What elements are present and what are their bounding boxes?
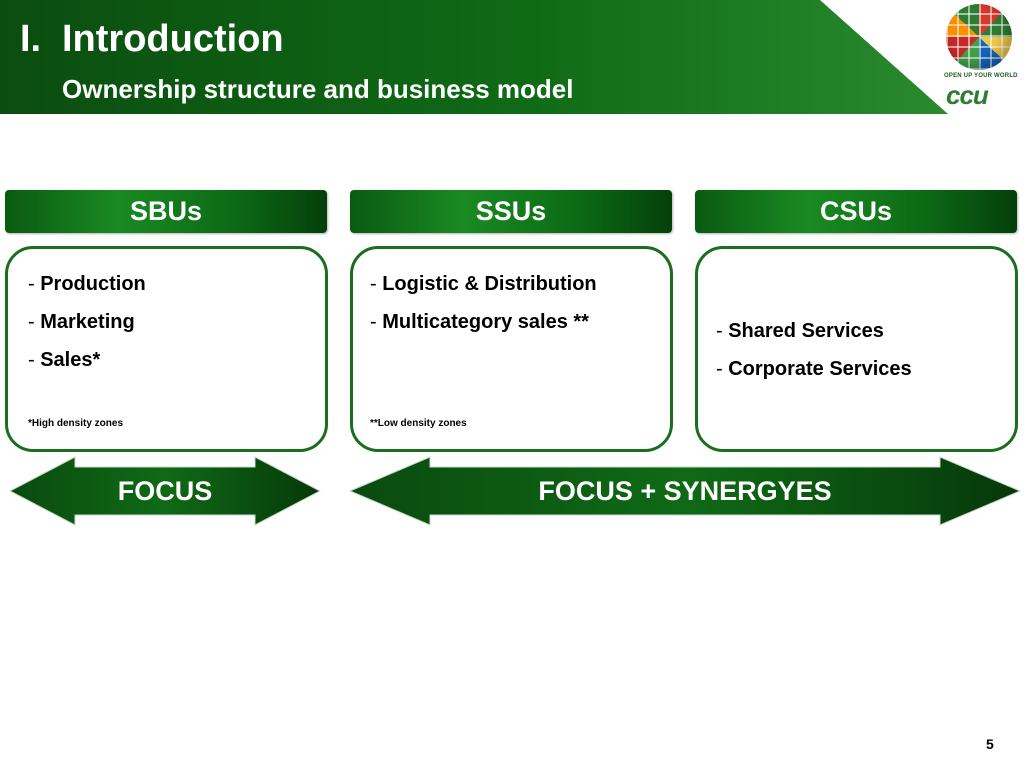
sbus-header: SBUs — [5, 190, 327, 233]
page-title: Introduction — [62, 18, 284, 60]
company-logo: OPEN UP YOUR WORLD ccu — [940, 2, 1020, 110]
list-item: - Multicategory sales ** — [370, 311, 589, 333]
list-item: - Marketing — [28, 311, 135, 333]
ssus-box: - Logistic & Distribution - Multicategor… — [350, 246, 673, 452]
ssus-header: SSUs — [350, 190, 672, 233]
list-item: - Sales* — [28, 349, 101, 371]
section-number: I. — [20, 18, 42, 60]
list-item: - Logistic & Distribution — [370, 273, 597, 295]
header-banner: I. Introduction Ownership structure and … — [0, 0, 1024, 114]
list-item: - Corporate Services — [716, 358, 912, 380]
globe-icon — [946, 4, 1012, 70]
footnote: **Low density zones — [370, 418, 467, 429]
focus-label: FOCUS — [117, 476, 213, 506]
page-subtitle: Ownership structure and business model — [62, 74, 574, 104]
header-background — [0, 0, 948, 114]
page-number: 5 — [986, 736, 994, 752]
logo-wordmark: ccu — [946, 80, 989, 110]
csus-box: - Shared Services - Corporate Services — [695, 246, 1018, 452]
sbus-box: - Production - Marketing - Sales* *High … — [5, 246, 328, 452]
list-item: - Shared Services — [716, 320, 884, 342]
arrows-layer — [8, 456, 1022, 526]
footnote: *High density zones — [28, 418, 124, 429]
logo-tagline: OPEN UP YOUR WORLD — [944, 73, 1018, 79]
focus-synergies-arrow — [348, 456, 1022, 526]
list-item: - Production — [28, 273, 146, 295]
csus-header: CSUs — [695, 190, 1017, 233]
focus-arrow — [8, 456, 322, 526]
focus-synergies-label: FOCUS + SYNERGYES — [538, 476, 832, 506]
